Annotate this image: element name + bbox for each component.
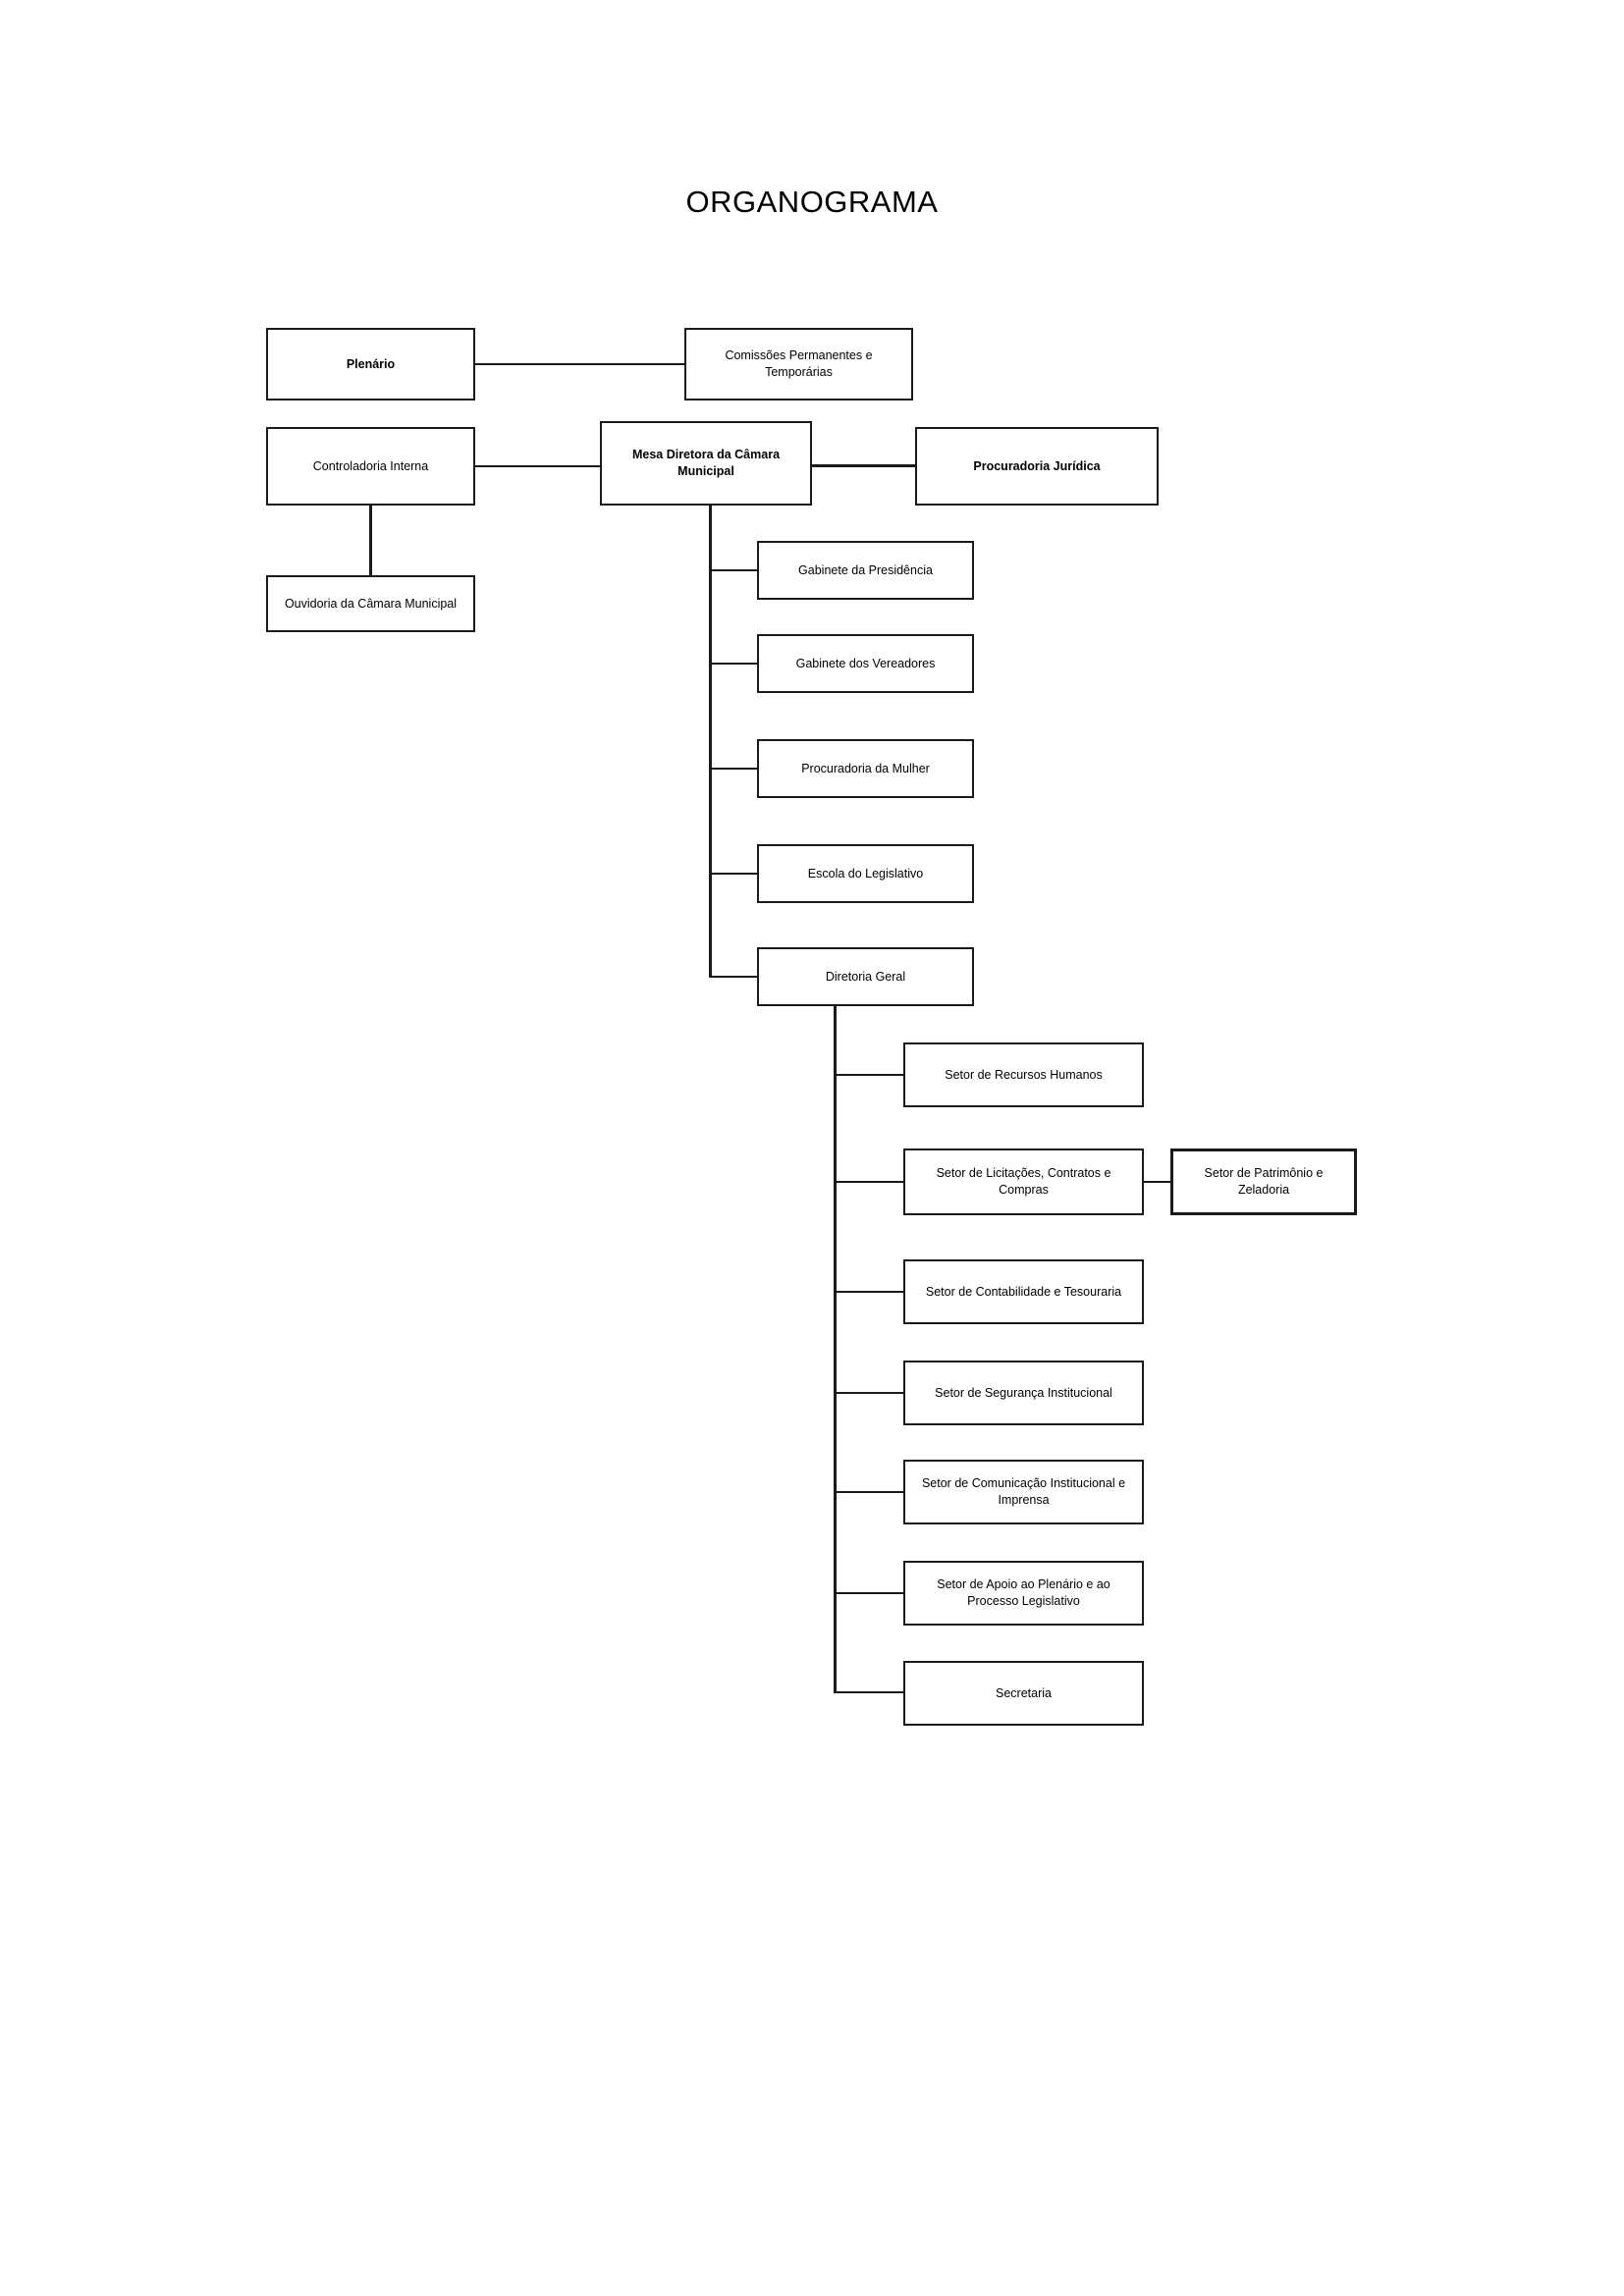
connector-mesa-trunk [709,506,712,978]
node-label: Setor de Comunicação Institucional e Imp… [921,1476,1126,1507]
node-setor-apoio-plenario-processo-legislativo[interactable]: Setor de Apoio ao Plenário e ao Processo… [903,1561,1144,1626]
node-label: Controladoria Interna [312,458,429,473]
connector-licitacoes-patrimonio [1144,1181,1170,1183]
node-setor-recursos-humanos[interactable]: Setor de Recursos Humanos [903,1042,1144,1107]
node-setor-contabilidade-tesouraria[interactable]: Setor de Contabilidade e Tesouraria [903,1259,1144,1324]
node-label: Comissões Permanentes e Temporárias [725,348,873,379]
node-plenario[interactable]: Plenário [266,328,475,400]
node-comissoes-permanentes-temporarias[interactable]: Comissões Permanentes e Temporárias [684,328,913,400]
node-label: Setor de Licitações, Contratos e Compras [936,1166,1111,1197]
connector-branch-apoio-plenario [834,1592,903,1594]
connector-branch-gabinete-vereadores [709,663,757,665]
node-label: Setor de Recursos Humanos [945,1067,1103,1082]
connector-branch-comunicacao [834,1491,903,1493]
node-controladoria-interna[interactable]: Controladoria Interna [266,427,475,506]
node-mesa-diretora[interactable]: Mesa Diretora da Câmara Municipal [600,421,812,506]
node-label: Procuradoria Jurídica [973,458,1101,473]
connector-diretoria-trunk [834,1006,837,1693]
connector-branch-licitacoes [834,1181,903,1183]
connector-branch-diretoria-geral [709,976,757,978]
node-setor-licitacoes-contratos-compras[interactable]: Setor de Licitações, Contratos e Compras [903,1148,1144,1215]
connector-mesa-procuradoria [812,464,915,467]
node-label: Gabinete da Presidência [798,562,933,577]
page-title: ORGANOGRAMA [685,185,939,219]
node-ouvidoria-camara-municipal[interactable]: Ouvidoria da Câmara Municipal [266,575,475,632]
node-label: Plenário [346,356,396,371]
node-label: Mesa Diretora da Câmara Municipal [631,448,781,478]
node-setor-seguranca-institucional[interactable]: Setor de Segurança Institucional [903,1361,1144,1425]
node-label: Escola do Legislativo [807,866,924,881]
node-gabinete-presidencia[interactable]: Gabinete da Presidência [757,541,974,600]
connector-branch-secretaria [834,1691,903,1693]
connector-plenario-comissoes [475,363,684,365]
connector-branch-contabilidade [834,1291,903,1293]
node-procuradoria-mulher[interactable]: Procuradoria da Mulher [757,739,974,798]
node-label: Ouvidoria da Câmara Municipal [284,596,458,611]
node-gabinete-vereadores[interactable]: Gabinete dos Vereadores [757,634,974,693]
node-label: Gabinete dos Vereadores [795,656,936,670]
node-diretoria-geral[interactable]: Diretoria Geral [757,947,974,1006]
node-label: Setor de Contabilidade e Tesouraria [925,1284,1122,1299]
node-procuradoria-juridica[interactable]: Procuradoria Jurídica [915,427,1159,506]
node-secretaria[interactable]: Secretaria [903,1661,1144,1726]
connector-controladoria-ouvidoria [369,506,372,575]
node-label: Setor de Apoio ao Plenário e ao Processo… [937,1577,1110,1608]
connector-branch-recursos-humanos [834,1074,903,1076]
connector-branch-procuradoria-mulher [709,768,757,770]
node-label: Procuradoria da Mulher [801,761,930,775]
connector-controladoria-mesa [475,465,600,467]
node-setor-patrimonio-zeladoria[interactable]: Setor de Patrimônio e Zeladoria [1170,1148,1357,1215]
node-setor-comunicacao-institucional-imprensa[interactable]: Setor de Comunicação Institucional e Imp… [903,1460,1144,1524]
connector-branch-seguranca [834,1392,903,1394]
node-label: Diretoria Geral [825,969,906,984]
connector-branch-gabinete-presidencia [709,569,757,571]
node-escola-legislativo[interactable]: Escola do Legislativo [757,844,974,903]
node-label: Secretaria [996,1685,1052,1700]
connector-branch-escola-legislativo [709,873,757,875]
node-label: Setor de Segurança Institucional [935,1385,1112,1400]
node-label: Setor de Patrimônio e Zeladoria [1204,1166,1324,1197]
